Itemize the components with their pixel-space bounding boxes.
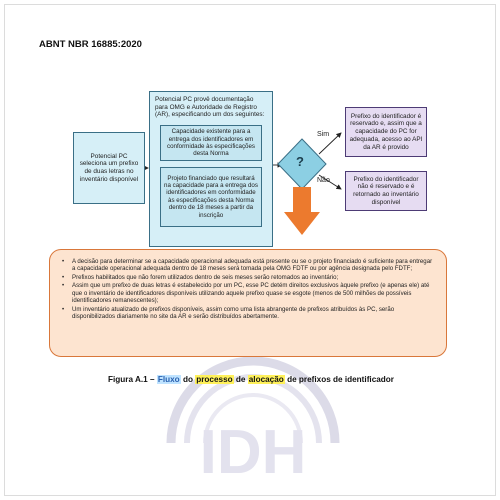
caption-text: de xyxy=(233,375,248,384)
flow-connectors xyxy=(141,132,342,235)
step-documentation-box: Potencial PC provê documentação para OMG… xyxy=(149,91,273,247)
note-item: Um inventário atualizado de prefixos dis… xyxy=(62,306,434,321)
outcome-no-text: Prefixo do identificador não é reservado… xyxy=(353,175,419,206)
step-documentation-intro: Potencial PC provê documentação para OMG… xyxy=(155,96,265,119)
outcome-yes-text: Prefixo do identificador é reservado e, … xyxy=(349,112,423,151)
option-existing-capacity: Capacidade existente para a entrega dos … xyxy=(160,125,262,161)
caption-prefix: Figura A.1 – xyxy=(107,375,157,384)
caption-text: do xyxy=(180,375,196,384)
document-page: IDH ABNT NBR 16885:2020 Sim Não ? Potenc… xyxy=(4,4,496,496)
connector-decision-yes xyxy=(318,132,342,155)
figure-caption: Figura A.1 – Fluxo do processo de alocaç… xyxy=(5,375,495,384)
note-item: Assim que um prefixo de duas letras é es… xyxy=(62,282,434,304)
decision-symbol: ? xyxy=(296,154,304,169)
down-arrow xyxy=(284,187,320,235)
option-funded-project: Projeto financiado que resultará na capa… xyxy=(160,166,262,227)
standard-title: ABNT NBR 16885:2020 xyxy=(39,39,142,50)
watermark-logo: IDH xyxy=(166,356,340,487)
caption-text: de prefixos de identificador xyxy=(284,375,394,384)
step-select-prefix-box: Potencial PC seleciona um prefixo de dua… xyxy=(73,132,145,204)
watermark-text: IDH xyxy=(200,418,307,487)
note-item: A decisão para determinar se a capacidad… xyxy=(62,258,434,273)
caption-word-processo: processo xyxy=(195,375,234,384)
yes-label: Sim xyxy=(317,131,330,138)
connector-decision-no xyxy=(318,174,342,190)
step-select-prefix-text: Potencial PC seleciona um prefixo de dua… xyxy=(79,152,139,183)
option-funded-project-text: Projeto financiado que resultará na capa… xyxy=(164,174,258,219)
outcome-no-box: Prefixo do identificador não é reservado… xyxy=(345,171,427,211)
note-item: Prefixos habilitados que não forem utili… xyxy=(62,274,434,282)
no-label: Não xyxy=(317,177,330,184)
notes-list: A decisão para determinar se a capacidad… xyxy=(62,258,434,320)
caption-word-fluxo: Fluxo xyxy=(156,375,181,384)
outcome-yes-box: Prefixo do identificador é reservado e, … xyxy=(345,107,427,157)
caption-word-alocacao: alocação xyxy=(247,375,285,384)
notes-box: A decisão para determinar se a capacidad… xyxy=(49,249,447,357)
